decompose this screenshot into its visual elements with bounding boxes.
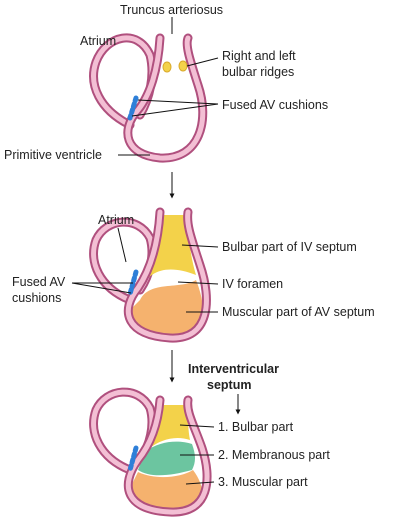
label-ridges-line2: bulbar ridges <box>222 65 294 79</box>
fused-av-cushions-1 <box>127 95 139 121</box>
bulbar-part-fill-2 <box>140 215 196 290</box>
panel-2: Atrium Bulbar part of IV septum IV foram… <box>12 207 375 343</box>
label-atrium-2: Atrium <box>98 213 134 227</box>
leader-fused-2b <box>71 282 132 294</box>
label-truncus-arteriosus: Truncus arteriosus <box>120 3 223 17</box>
leader-fused-a <box>137 99 219 105</box>
leader-muscular-3 <box>185 481 215 485</box>
atrium-loop-1 <box>89 33 157 130</box>
panel-3: Interventricular septum 1. Bulbar part 2… <box>89 362 330 517</box>
leader-ridges <box>186 57 219 67</box>
membranous-part-fill-3 <box>138 441 195 476</box>
leader-foramen <box>177 281 219 285</box>
label-bulbar-part: 1. Bulbar part <box>218 420 294 434</box>
label-atrium-1: Atrium <box>80 34 116 48</box>
left-bulbar-ridge <box>162 61 172 73</box>
label-fused-av-line1: Fused AV <box>12 275 66 289</box>
label-ridges-line1: Right and left <box>222 49 296 63</box>
label-membranous-part: 2. Membranous part <box>218 448 330 462</box>
label-fused-av-1: Fused AV cushions <box>222 98 328 112</box>
ventricle-tube-1 <box>123 33 208 163</box>
label-primitive-ventricle: Primitive ventricle <box>4 148 102 162</box>
ventricle-tube-3 <box>123 395 212 517</box>
label-fused-av-line2: cushions <box>12 291 61 305</box>
label-muscular-part: 3. Muscular part <box>218 475 308 489</box>
muscular-part-fill-2 <box>130 280 204 339</box>
muscular-part-fill-3 <box>130 470 203 513</box>
leader-bulbar-2 <box>181 244 219 248</box>
fused-av-cushions-3 <box>127 445 139 473</box>
panel-1: Truncus arteriosus Atrium Right and left… <box>4 3 328 163</box>
label-septum: septum <box>207 378 251 392</box>
label-bulbar-iv-septum: Bulbar part of IV septum <box>222 240 357 254</box>
ventricle-tube-2 <box>123 207 211 343</box>
label-muscular-av-septum: Muscular part of AV septum <box>222 305 375 319</box>
leader-bulbar-3 <box>179 424 215 428</box>
leader-atrium-2 <box>117 227 127 263</box>
leader-fused-b <box>131 103 219 117</box>
label-iv-foramen: IV foramen <box>222 277 283 291</box>
label-interventricular: Interventricular <box>188 362 279 376</box>
right-bulbar-ridge <box>178 60 188 72</box>
